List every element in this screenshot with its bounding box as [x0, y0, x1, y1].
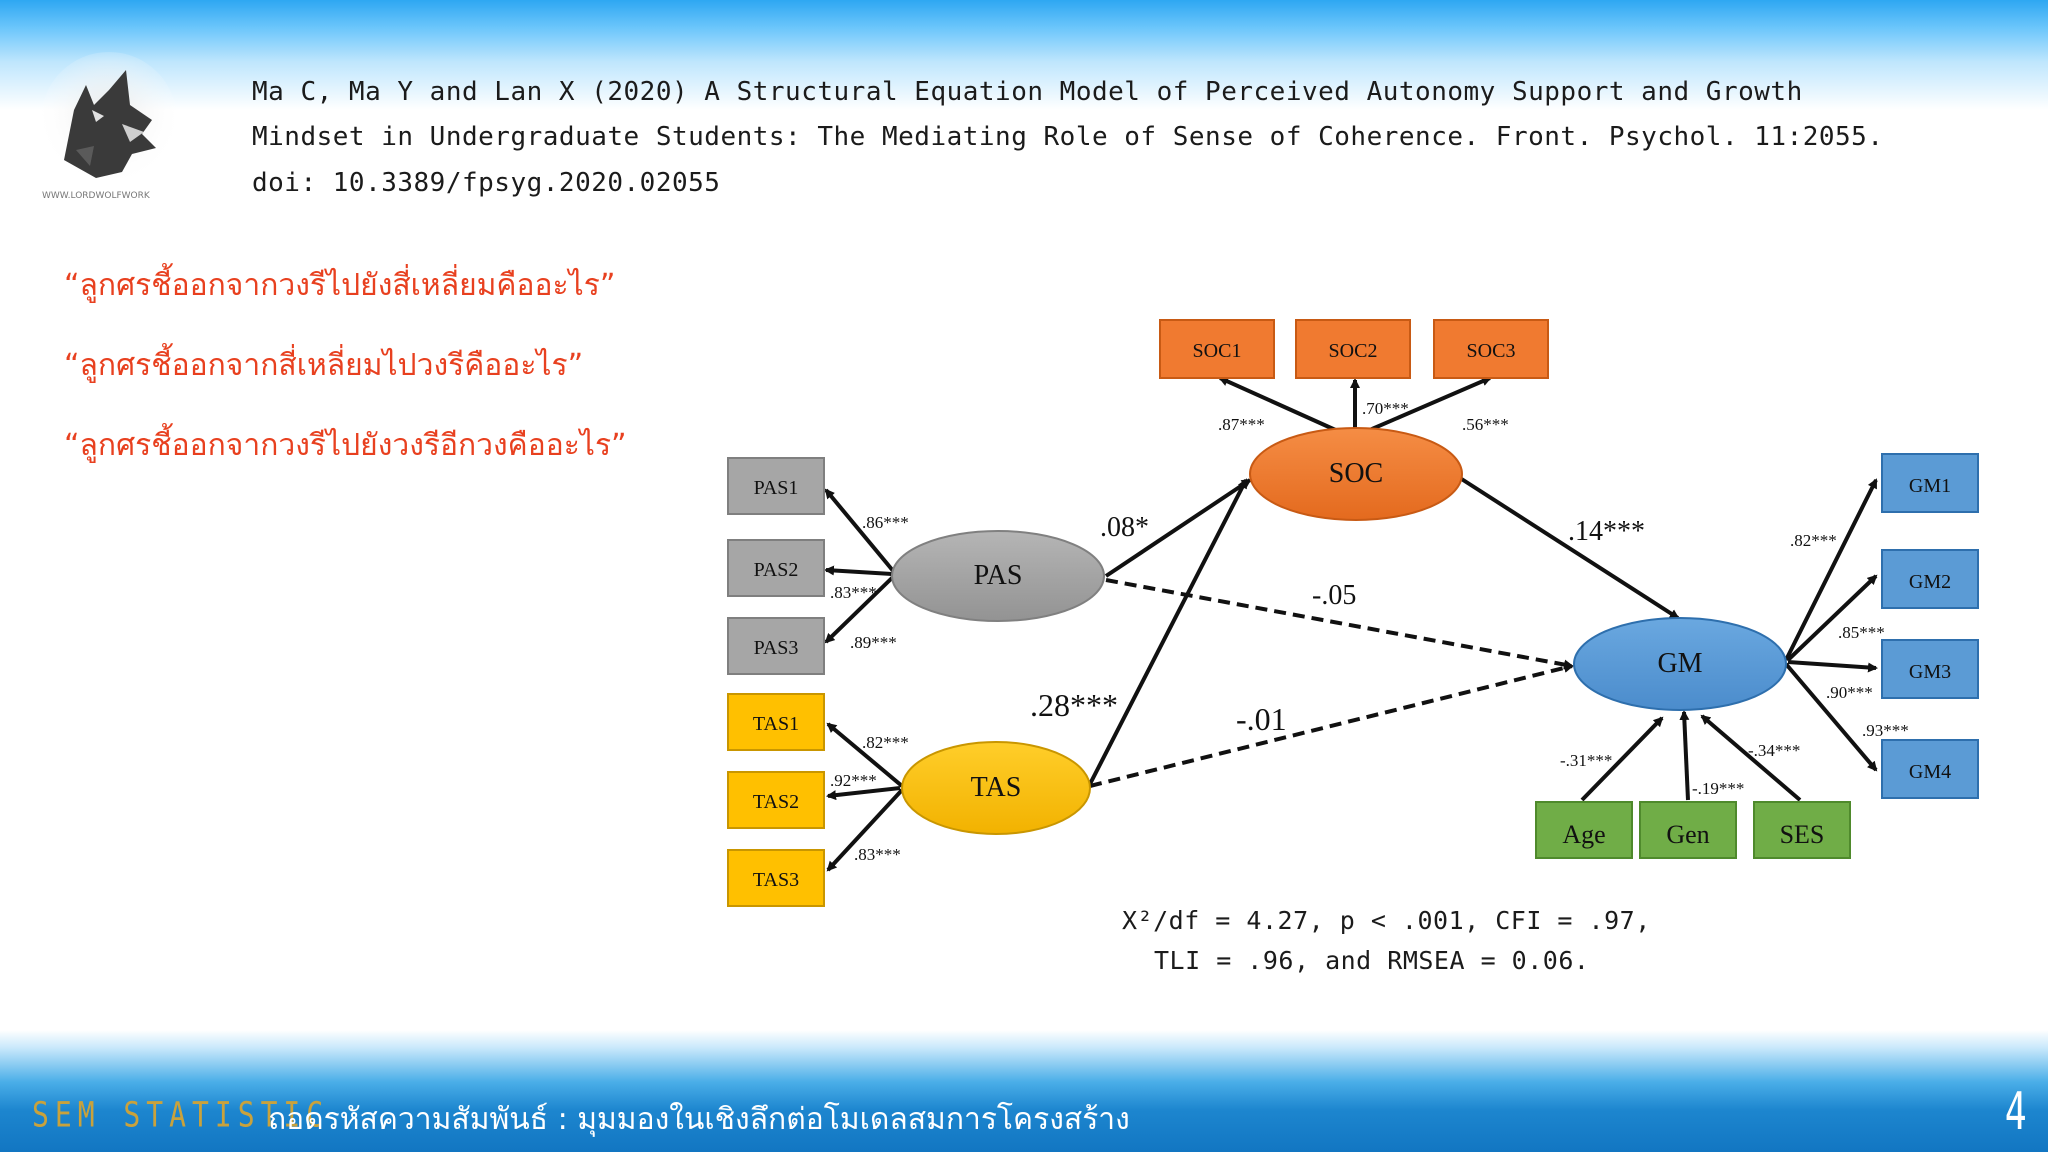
- citation-line-1: Ma C, Ma Y and Lan X (2020) A Structural…: [252, 77, 1803, 107]
- indicator-pas1-label: PAS1: [754, 477, 799, 499]
- indicator-gm4: GM4: [1881, 739, 1979, 799]
- coef-pas-gm: -.05: [1312, 580, 1356, 611]
- loading-soc2: .70***: [1362, 399, 1409, 418]
- arrow-gm-gm2: [1786, 574, 1878, 662]
- loading-pas3: .89***: [850, 633, 897, 652]
- covariate-ses-label: SES: [1780, 820, 1825, 849]
- arrow-pas-pas1: [824, 488, 896, 574]
- covariate-age: Age: [1535, 801, 1633, 859]
- loading-pas2: .83***: [830, 583, 877, 602]
- loading-tas1: .82***: [862, 733, 909, 752]
- indicator-gm1-label: GM1: [1909, 475, 1951, 497]
- arrow-ses-gm: [1700, 714, 1802, 802]
- path-soc-gm: [1458, 476, 1680, 620]
- coef-pas-soc: .08*: [1100, 512, 1149, 543]
- indicator-tas2-label: TAS2: [753, 791, 799, 813]
- loading-gen: -.19***: [1692, 779, 1744, 798]
- citation-line-2: Mindset in Undergraduate Students: The M…: [252, 122, 1884, 152]
- indicator-gm1: GM1: [1881, 453, 1979, 513]
- arrow-gm-gm3: [1787, 660, 1878, 673]
- path-pas-soc: [1104, 478, 1252, 578]
- arrow-soc-soc1: [1218, 376, 1341, 434]
- latent-tas-label: TAS: [971, 772, 1022, 803]
- logo-text: WWW.LORDWOLFWORK: [42, 191, 151, 201]
- top-gradient-band: [0, 0, 2048, 130]
- latent-soc-label: SOC: [1329, 458, 1383, 489]
- coef-soc-gm: .14***: [1568, 516, 1645, 547]
- indicator-gm2: GM2: [1881, 549, 1979, 609]
- latent-gm: GM: [1573, 617, 1787, 711]
- indicator-gm3-label: GM3: [1909, 661, 1951, 683]
- question-3: “ลูกศรชี้ออกจากวงรีไปยังวงรีอีกวงคืออะไร…: [64, 428, 627, 463]
- wolf-logo: WWW.LORDWOLFWORK: [41, 52, 177, 201]
- arrow-tas-tas3: [826, 788, 904, 872]
- loading-soc3: .56***: [1462, 415, 1509, 434]
- question-2: “ลูกศรชี้ออกจากสี่เหลี่ยมไปวงรีคืออะไร”: [64, 348, 584, 383]
- indicator-pas3: PAS3: [727, 617, 825, 675]
- indicator-gm3: GM3: [1881, 639, 1979, 699]
- fit-indices-line-1: Χ²/df = 4.27, p < .001, CFI = .97,: [1122, 906, 1651, 935]
- citation-line-3: doi: 10.3389/fpsyg.2020.02055: [252, 168, 721, 198]
- arrow-pas-pas3: [824, 574, 896, 644]
- arrow-gm-gm1: [1784, 478, 1878, 661]
- loading-gm3: .90***: [1826, 683, 1873, 702]
- path-pas-gm: [1105, 578, 1574, 670]
- loading-ses: -.34***: [1748, 741, 1800, 760]
- arrow-tas-tas2: [826, 786, 901, 801]
- latent-pas-label: PAS: [974, 560, 1023, 591]
- covariate-gen: Gen: [1639, 801, 1737, 859]
- loading-gm4: .93***: [1862, 721, 1909, 740]
- footer-subtitle: ถอดรหัสความสัมพันธ์ : มุมมองในเชิงลึกต่อ…: [268, 1102, 1130, 1137]
- indicator-tas3-label: TAS3: [753, 869, 799, 891]
- footer-brand: SEM STATISTIC: [32, 1094, 330, 1136]
- covariate-gen-label: Gen: [1666, 820, 1709, 849]
- covariate-age-label: Age: [1562, 820, 1605, 849]
- indicator-pas2-label: PAS2: [754, 559, 799, 581]
- path-tas-soc: [1088, 478, 1248, 785]
- indicator-tas1: TAS1: [727, 693, 825, 751]
- arrow-gm-gm4: [1784, 662, 1878, 772]
- indicator-gm4-label: GM4: [1909, 761, 1951, 783]
- indicator-soc1-label: SOC1: [1193, 340, 1242, 362]
- loading-age: -.31***: [1560, 751, 1612, 770]
- loading-tas3: .83***: [854, 845, 901, 864]
- path-tas-gm: [1089, 663, 1574, 788]
- arrow-gen-gm: [1679, 710, 1690, 801]
- indicator-pas3-label: PAS3: [754, 637, 799, 659]
- latent-pas: PAS: [891, 530, 1105, 622]
- indicator-soc2-label: SOC2: [1329, 340, 1378, 362]
- latent-soc: SOC: [1249, 427, 1463, 521]
- indicator-tas1-label: TAS1: [753, 713, 799, 735]
- bottom-gradient-band: [0, 1030, 2048, 1152]
- indicator-soc3-label: SOC3: [1467, 340, 1516, 362]
- arrow-age-gm: [1580, 716, 1664, 802]
- page-number: 4: [2004, 1082, 2027, 1142]
- latent-tas: TAS: [901, 741, 1091, 835]
- question-1: “ลูกศรชี้ออกจากวงรีไปยังสี่เหลี่ยมคืออะไ…: [64, 268, 616, 303]
- indicator-soc2: SOC2: [1295, 319, 1411, 379]
- loading-pas1: .86***: [862, 513, 909, 532]
- covariate-ses: SES: [1753, 801, 1851, 859]
- indicator-tas2: TAS2: [727, 771, 825, 829]
- loading-gm1: .82***: [1790, 531, 1837, 550]
- indicator-pas2: PAS2: [727, 539, 825, 597]
- indicator-soc3: SOC3: [1433, 319, 1549, 379]
- latent-gm-label: GM: [1657, 648, 1702, 679]
- loading-soc1: .87***: [1218, 415, 1265, 434]
- indicator-gm2-label: GM2: [1909, 571, 1951, 593]
- loading-gm2: .85***: [1838, 623, 1885, 642]
- indicator-tas3: TAS3: [727, 849, 825, 907]
- loading-tas2: .92***: [830, 771, 877, 790]
- indicator-pas1: PAS1: [727, 457, 825, 515]
- arrow-pas-pas2: [824, 565, 893, 576]
- arrow-tas-tas1: [826, 722, 904, 788]
- coef-tas-soc: .28***: [1030, 687, 1118, 723]
- indicator-soc1: SOC1: [1159, 319, 1275, 379]
- fit-indices-line-2: TLI = .96, and RMSEA = 0.06.: [1154, 946, 1590, 975]
- arrow-soc-soc3: [1364, 376, 1492, 434]
- coef-tas-gm: -.01: [1236, 701, 1287, 737]
